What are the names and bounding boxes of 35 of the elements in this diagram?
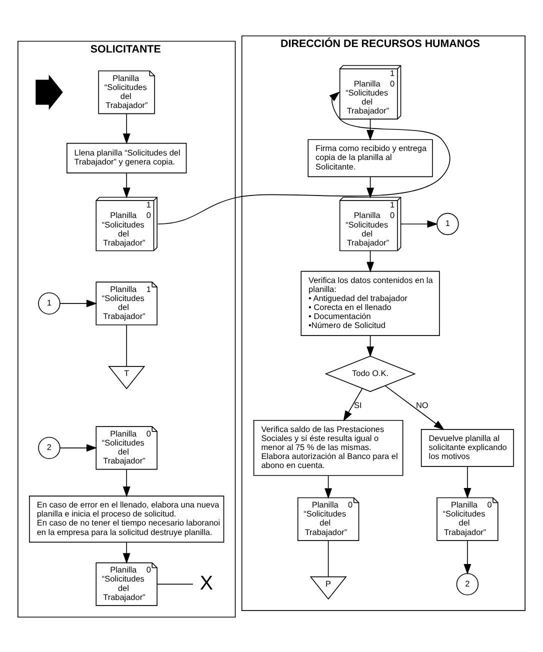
arrow — [60, 299, 98, 307]
node-arrow — [36, 74, 63, 110]
arrow — [324, 474, 332, 498]
edge-label: SI — [354, 400, 362, 410]
arrow — [384, 384, 444, 430]
arrow — [122, 542, 130, 564]
arrow — [464, 540, 472, 574]
arrow — [157, 90, 450, 224]
edge-label: NO — [416, 400, 428, 410]
connector — [156, 583, 194, 584]
arrow — [343, 388, 363, 421]
node-circle: 1 — [38, 292, 60, 314]
arrow — [366, 334, 374, 357]
node-box: En caso de error en el llenado, elabora una nueva planilla e inicia el proceso de solicitud. En caso de no tener el tiempo necesario laboranoi en la empresa para la solicitud destruye planilla. — [29, 495, 224, 542]
arrow — [464, 466, 472, 498]
node-box: Verifica saldo de las Prestaciones Sociales y sí éste resulta igual o menor al 75 % de las mismas. Elabora autorización al Banco para el abono en cuenta. — [253, 419, 404, 476]
node-diamond: Todo O.K. — [324, 355, 416, 392]
arrow — [122, 172, 130, 198]
arrow — [366, 250, 374, 272]
arrow — [60, 444, 98, 452]
arrow — [366, 176, 374, 198]
node-text: X — [200, 572, 214, 594]
node-box: Firma como recibido y entrega copia de la planilla al Solicitante. — [308, 138, 433, 177]
connector — [126, 324, 128, 366]
node-box: Llena planilla “Solicitudes del Trabajador” y genera copia. — [66, 142, 187, 173]
arrow — [122, 468, 130, 497]
node-circle: 2 — [456, 572, 479, 595]
node-circle: 1 — [436, 212, 459, 235]
node-box: Devuelve planilla al solicitante explicando los motivos — [420, 428, 514, 466]
node-box: Verifica los datos contenidos en la planilla: • Antiguedad del trabajador • Corecta en el llenado • Documentación •Número de Solicitud — [300, 270, 440, 336]
arrow — [366, 118, 374, 140]
node-circle: 2 — [38, 436, 60, 459]
connector — [328, 540, 329, 577]
arrow — [122, 112, 130, 144]
arrow — [400, 220, 438, 228]
